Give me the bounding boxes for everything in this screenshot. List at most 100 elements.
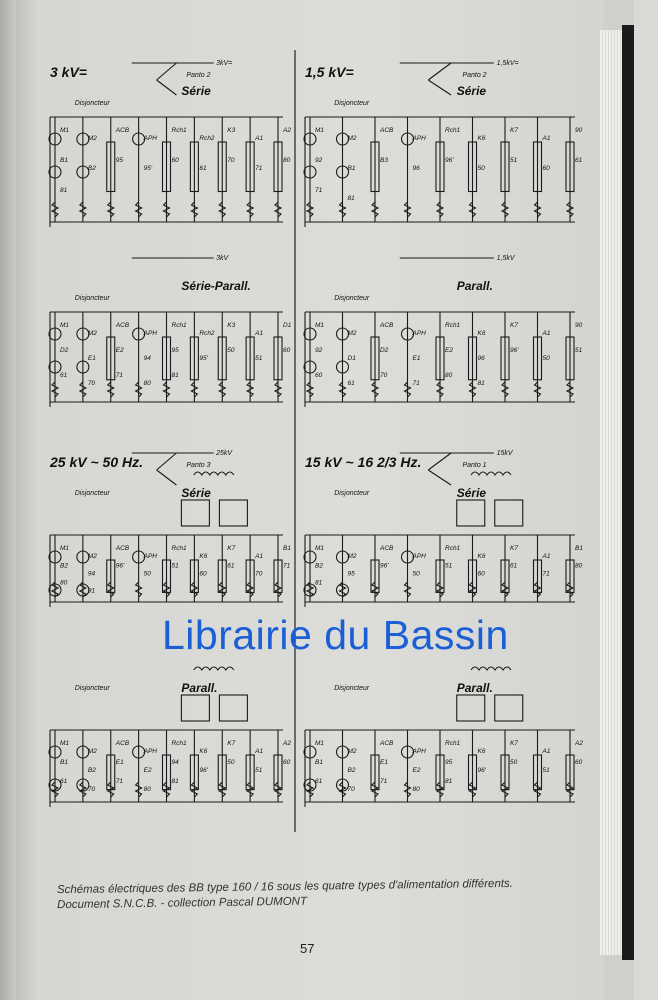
- component-label: 81: [315, 580, 323, 587]
- component-label: A1: [254, 748, 263, 755]
- component-label: APH: [143, 330, 158, 337]
- component-label: B1: [60, 759, 68, 766]
- resistor-zigzag: [273, 381, 283, 398]
- component-label: 51: [172, 562, 180, 569]
- component-label: 71: [380, 778, 388, 785]
- resistor-zigzag: [162, 581, 171, 598]
- component-label: ACB: [115, 127, 130, 134]
- component-label: M1: [60, 322, 69, 329]
- component-label: D2: [380, 347, 389, 354]
- pantograph: [427, 469, 452, 486]
- pantograph: [156, 469, 177, 486]
- resistor-symbol: [245, 141, 255, 193]
- component-label: B1: [315, 759, 323, 766]
- rectifier-bridge: [180, 499, 210, 527]
- component-label: 94: [144, 355, 152, 362]
- resistor-zigzag: [106, 201, 115, 218]
- component-label: Rch2: [199, 330, 215, 337]
- motor-symbol: [76, 360, 90, 374]
- component-label: 95': [144, 165, 153, 172]
- component-label: 61: [510, 562, 518, 569]
- component-label: M2: [88, 553, 97, 560]
- component-label: K7: [510, 545, 518, 552]
- component-label: B2: [88, 767, 96, 774]
- component-label: E2: [445, 347, 453, 354]
- resistor-zigzag: [50, 581, 60, 598]
- component-label: 61: [60, 372, 68, 379]
- component-label: 96': [116, 562, 125, 569]
- pantograph: [427, 452, 452, 471]
- resistor-zigzag: [468, 201, 477, 218]
- component-label: 81: [60, 187, 68, 194]
- resistor-zigzag: [134, 201, 143, 218]
- component-label: 80: [60, 580, 68, 587]
- component-label: 95: [116, 157, 124, 164]
- component-label: 95': [199, 355, 208, 362]
- breaker-label: Disjoncteur: [75, 490, 111, 497]
- motor-symbol: [76, 132, 90, 146]
- component-label: ACB: [115, 545, 130, 552]
- rectifier-bridge: [218, 499, 248, 527]
- breaker-label: Disjoncteur: [334, 100, 370, 107]
- motor-symbol: [335, 360, 350, 374]
- component-label: 60: [575, 759, 583, 766]
- resistor-symbol: [435, 336, 445, 381]
- transformer-winding: [470, 471, 512, 476]
- motor-symbol: [335, 778, 350, 792]
- component-label: E2: [116, 347, 124, 354]
- resistor-zigzag: [273, 781, 283, 798]
- motor-symbol: [335, 550, 350, 564]
- resistor-symbol: [245, 336, 255, 381]
- component-label: 50: [510, 759, 518, 766]
- motor-symbol: [303, 550, 317, 564]
- component-label: 95: [445, 759, 453, 766]
- component-label: M1: [60, 545, 69, 552]
- resistor-zigzag: [533, 581, 542, 598]
- resistor-zigzag: [338, 781, 347, 798]
- component-label: E1: [116, 759, 124, 766]
- rectifier-bridge: [456, 694, 486, 722]
- motor-symbol: [303, 327, 317, 341]
- component-label: Rch2: [199, 135, 215, 142]
- component-label: K6: [199, 553, 207, 560]
- resistor-zigzag: [245, 581, 255, 598]
- resistor-zigzag: [162, 381, 171, 398]
- pantograph: [156, 452, 177, 471]
- resistor-zigzag: [435, 201, 445, 218]
- transformer-winding: [193, 666, 235, 671]
- component-label: 70: [348, 786, 356, 793]
- motor-symbol: [48, 550, 62, 564]
- line-voltage-label: 1,5kV=: [497, 60, 519, 67]
- mode-label: Parall.: [181, 681, 217, 695]
- component-label: K6: [478, 330, 486, 337]
- component-label: B1: [60, 157, 68, 164]
- resistor-zigzag: [468, 381, 477, 398]
- motor-symbol: [76, 327, 90, 341]
- component-label: 61: [315, 778, 323, 785]
- motor-symbol: [48, 327, 62, 341]
- mode-label: Série: [181, 486, 211, 500]
- resistor-zigzag: [370, 781, 380, 798]
- component-label: 61: [575, 157, 583, 164]
- component-label: Rch1: [445, 127, 461, 134]
- component-label: ACB: [115, 740, 130, 747]
- mode-label: Série-Parall.: [181, 279, 250, 293]
- motor-symbol: [132, 550, 146, 564]
- breaker-label: Disjoncteur: [334, 490, 370, 497]
- motor-symbol: [303, 360, 317, 374]
- background: [634, 0, 658, 1000]
- motor-symbol: [400, 745, 415, 759]
- breaker-label: Disjoncteur: [75, 685, 111, 692]
- component-label: Rch1: [445, 740, 461, 747]
- component-label: APH: [412, 330, 427, 337]
- resistor-zigzag: [162, 781, 171, 798]
- resistor-zigzag: [435, 381, 445, 398]
- component-label: 51: [255, 355, 263, 362]
- panel-heading: 1,5 kV=: [305, 64, 354, 80]
- component-label: 50: [144, 570, 152, 577]
- component-label: Rch1: [172, 740, 188, 747]
- pantograph: [156, 62, 177, 81]
- component-label: A1: [254, 330, 263, 337]
- resistor-zigzag: [403, 201, 412, 218]
- component-label: A2: [282, 127, 291, 134]
